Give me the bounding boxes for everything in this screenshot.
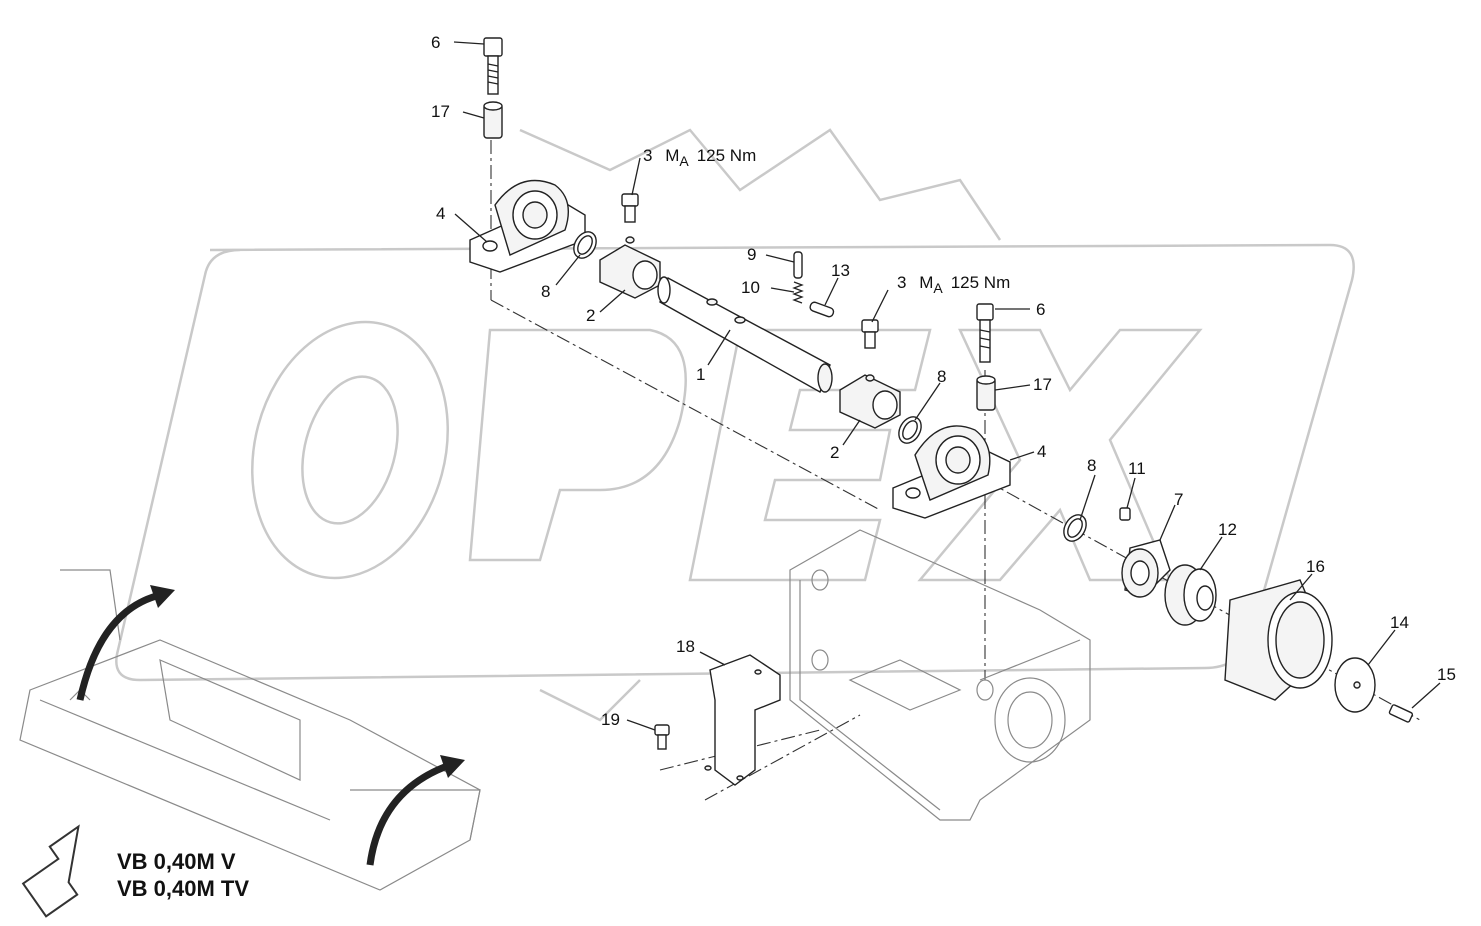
callout-17-right: 17 <box>1033 375 1052 394</box>
callout-14: 14 <box>1390 613 1409 632</box>
callout-10: 10 <box>741 278 760 297</box>
snap-ring-8-a <box>573 231 597 259</box>
key-13 <box>809 301 835 318</box>
clutch-7 <box>1121 539 1171 598</box>
bolt-6-top <box>483 37 503 95</box>
pin-9 <box>793 251 803 279</box>
callout-18: 18 <box>676 637 695 656</box>
bolt-6-right <box>976 303 994 363</box>
model-line-2: VB 0,40M TV <box>117 876 249 901</box>
torque-value: 125 Nm <box>697 146 757 165</box>
callout-6-right: 6 <box>1036 300 1045 319</box>
set-screw-11 <box>1119 507 1131 521</box>
callout-13: 13 <box>831 261 850 280</box>
direction-arrow-icon <box>21 824 80 918</box>
callout-1: 1 <box>696 365 705 384</box>
callout-8-right: 8 <box>1087 456 1096 475</box>
torque-note-left: 3 MA 125 Nm <box>643 146 756 169</box>
callout-8-mid: 8 <box>937 367 946 386</box>
snap-ring-8-c <box>1063 514 1087 542</box>
callout-17-top: 17 <box>431 102 450 121</box>
leader-lines <box>453 41 1441 731</box>
callout-4-left: 4 <box>436 204 445 223</box>
callout-8-left: 8 <box>541 282 550 301</box>
shaft-1 <box>657 276 833 394</box>
gear-12 <box>1164 564 1217 626</box>
callout-3-right: 3 <box>897 273 906 292</box>
callout-2-right: 2 <box>830 443 839 462</box>
model-designation: VB 0,40M V VB 0,40M TV <box>117 849 249 901</box>
callout-labels: 6 17 4 8 2 1 9 10 13 2 8 6 17 4 8 11 7 1… <box>431 33 1456 729</box>
callout-15: 15 <box>1437 665 1456 684</box>
callout-7: 7 <box>1174 490 1183 509</box>
indicator-arrows <box>76 585 465 866</box>
callout-4-right: 4 <box>1037 442 1046 461</box>
collar-2-right <box>839 374 901 429</box>
machine-frame <box>789 529 1091 821</box>
screw-19 <box>654 724 670 750</box>
torque-value: 125 Nm <box>951 273 1011 292</box>
callout-11: 11 <box>1128 459 1146 478</box>
torque-symbol: M <box>919 273 933 292</box>
callout-16: 16 <box>1306 557 1325 576</box>
collar-2-left <box>599 236 661 299</box>
paver-thumbnail <box>19 569 481 891</box>
snap-ring-8-b <box>898 416 922 444</box>
model-line-1: VB 0,40M V <box>117 849 236 874</box>
hub-16 <box>1224 579 1333 701</box>
bearing-block-4-left <box>469 179 586 273</box>
torque-note-right: 3 MA 125 Nm <box>897 273 1010 296</box>
spacer-17-right <box>976 375 996 411</box>
callout-12: 12 <box>1218 520 1237 539</box>
torque-subscript: A <box>933 280 943 296</box>
bracket-18 <box>704 654 781 786</box>
callout-6-top: 6 <box>431 33 440 52</box>
bearing-block-4-right <box>892 425 1011 519</box>
spring-10 <box>792 281 804 304</box>
bolt-15 <box>1388 704 1414 723</box>
torque-subscript: A <box>679 153 689 169</box>
torque-symbol: M <box>665 146 679 165</box>
callout-19: 19 <box>601 710 620 729</box>
callout-2-left: 2 <box>586 306 595 325</box>
callout-3-left: 3 <box>643 146 652 165</box>
callout-9: 9 <box>747 245 756 264</box>
washer-14 <box>1334 657 1376 713</box>
spacer-17-top <box>483 101 503 139</box>
screw-3-right <box>861 319 879 349</box>
watermark-logo <box>115 128 1355 722</box>
screw-3-left <box>621 193 639 223</box>
